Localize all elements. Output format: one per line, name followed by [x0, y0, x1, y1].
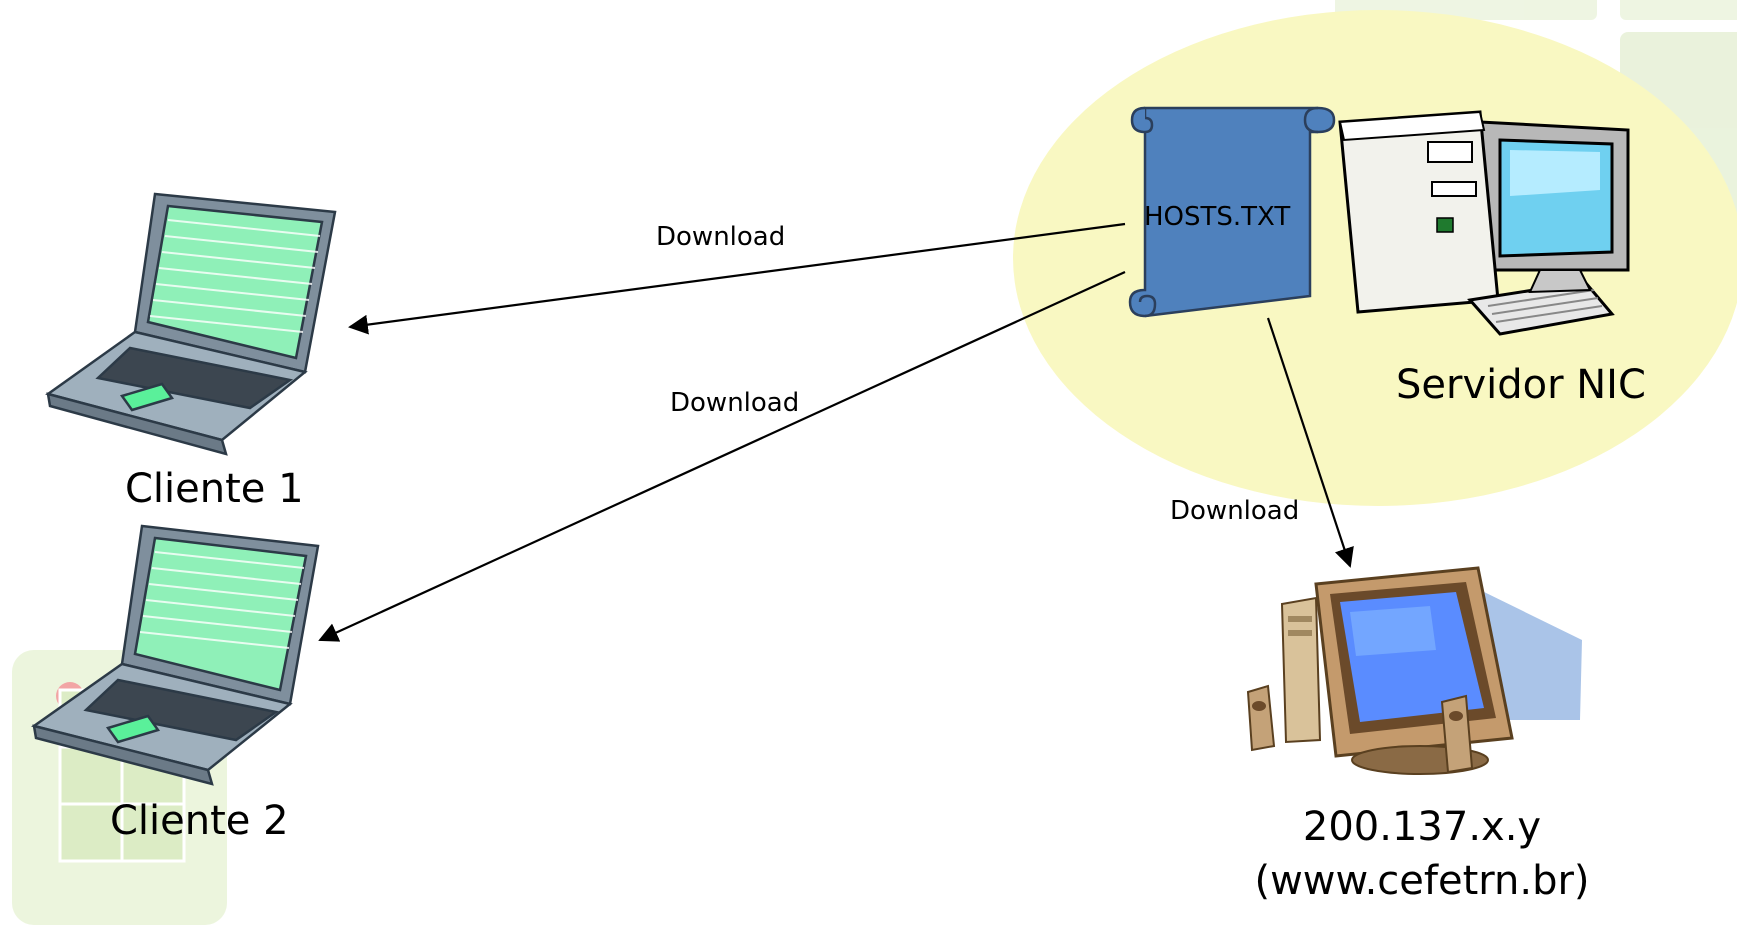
arrow-label-host: Download	[1170, 496, 1300, 526]
arrow-label-cliente-1: Download	[656, 222, 786, 252]
arrow-to-host	[1266, 317, 1354, 568]
hosts-scroll-icon	[1128, 106, 1336, 318]
arrow-label-cliente-2: Download	[670, 388, 800, 418]
server-label: Servidor NIC	[1396, 362, 1646, 408]
laptop-cliente-2-icon	[31, 524, 320, 786]
host-domain-label: (www.cefetrn.br)	[1254, 858, 1590, 904]
hosts-file-label: HOSTS.TXT	[1144, 202, 1291, 232]
laptop-cliente-1-icon	[45, 192, 337, 456]
host-computer-icon	[1246, 566, 1582, 775]
arrow-to-cliente-1	[348, 222, 1126, 335]
server-computer-icon	[1338, 110, 1630, 336]
client-2-label: Cliente 2	[110, 798, 289, 844]
arrow-to-cliente-2	[318, 270, 1126, 642]
host-ip-label: 200.137.x.y	[1302, 804, 1542, 850]
client-1-label: Cliente 1	[125, 466, 304, 512]
